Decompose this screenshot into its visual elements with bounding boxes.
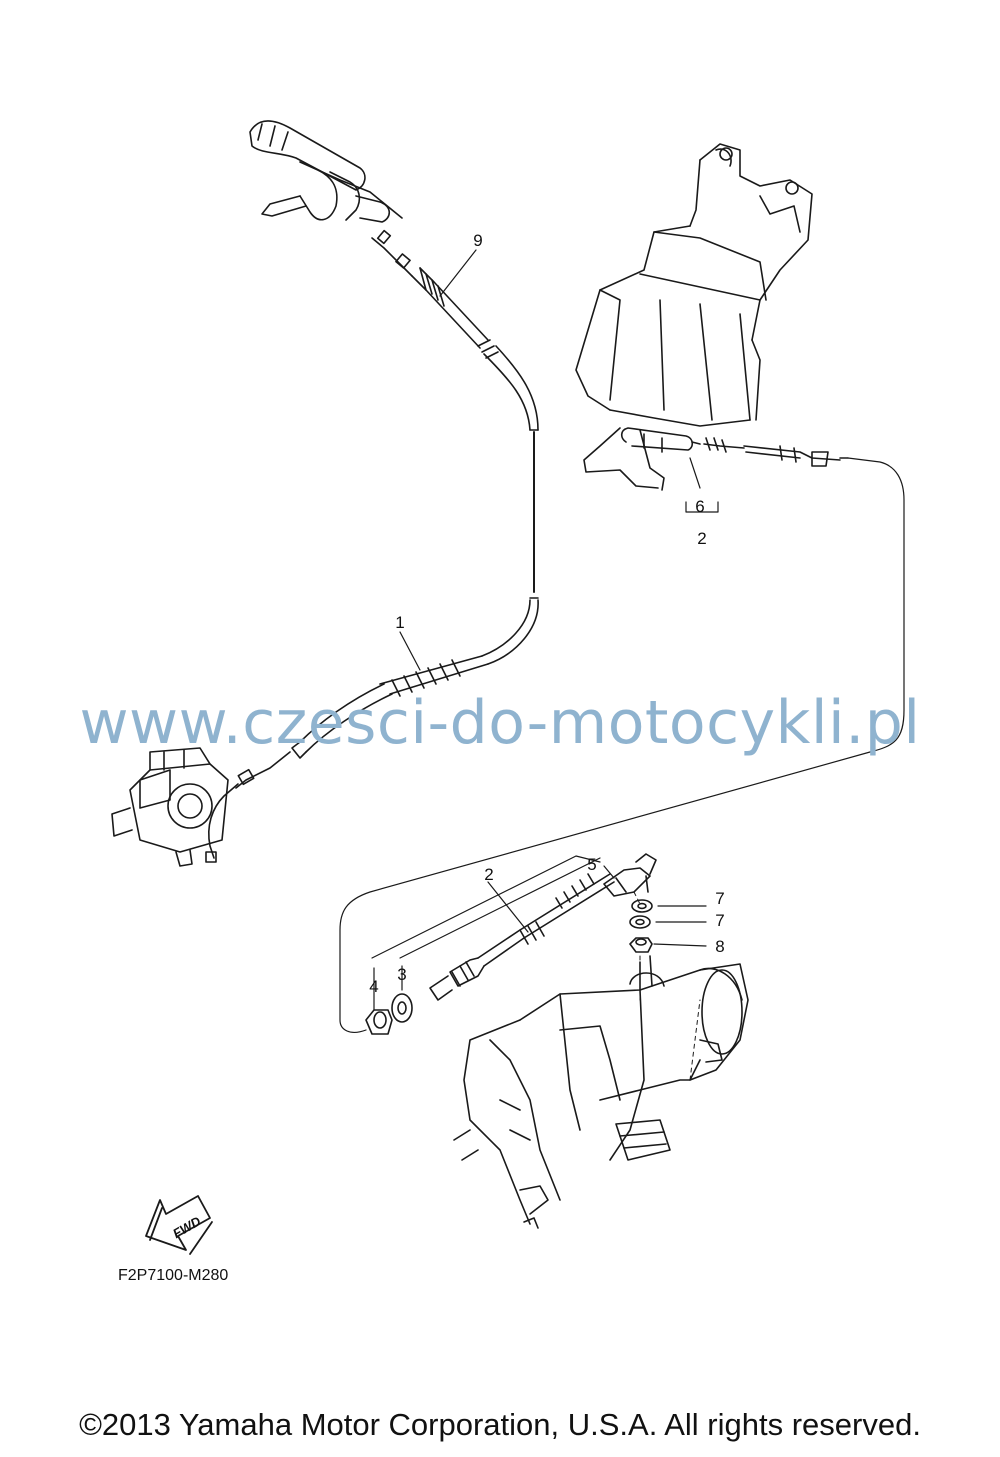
nut-4 [365, 1009, 393, 1035]
steering-column [575, 143, 813, 491]
jet-pump-assembly [453, 955, 749, 1229]
cable-route-line [339, 457, 905, 1033]
leader-lines [371, 249, 719, 1011]
callout-2-lower: 2 [484, 865, 493, 884]
handlebar-assembly [249, 120, 403, 223]
callout-1: 1 [395, 613, 404, 632]
fwd-arrow-icon [145, 1195, 213, 1255]
washer-7b [629, 915, 651, 929]
copyright-notice: ©2013 Yamaha Motor Corporation, U.S.A. A… [79, 1407, 921, 1442]
part-6 [620, 427, 701, 453]
callout-5: 5 [587, 855, 596, 874]
washer-3 [391, 993, 413, 1023]
fwd-label: FWD [170, 1213, 204, 1241]
diagram-code: F2P7100-M280 [118, 1267, 229, 1284]
part-5 [603, 853, 657, 897]
washer-7a [631, 899, 653, 913]
carburetor [111, 747, 229, 867]
callout-9: 9 [473, 231, 482, 250]
cable-9 [371, 229, 539, 593]
callout-7a: 7 [715, 889, 724, 908]
reference-dashes [633, 891, 701, 1081]
callout-4: 4 [369, 977, 378, 996]
callout-2-upper: 2 [697, 529, 706, 548]
cable-2-upper [703, 437, 849, 467]
nut-8 [629, 937, 653, 953]
cable-1 [205, 597, 539, 863]
cable-2-lower [429, 873, 615, 1001]
watermark: www.czesci-do-motocykli.pl [79, 688, 921, 758]
callout-8: 8 [715, 937, 724, 956]
callout-6: 6 [695, 497, 704, 516]
callout-7b: 7 [715, 911, 724, 930]
callout-3: 3 [397, 965, 406, 984]
